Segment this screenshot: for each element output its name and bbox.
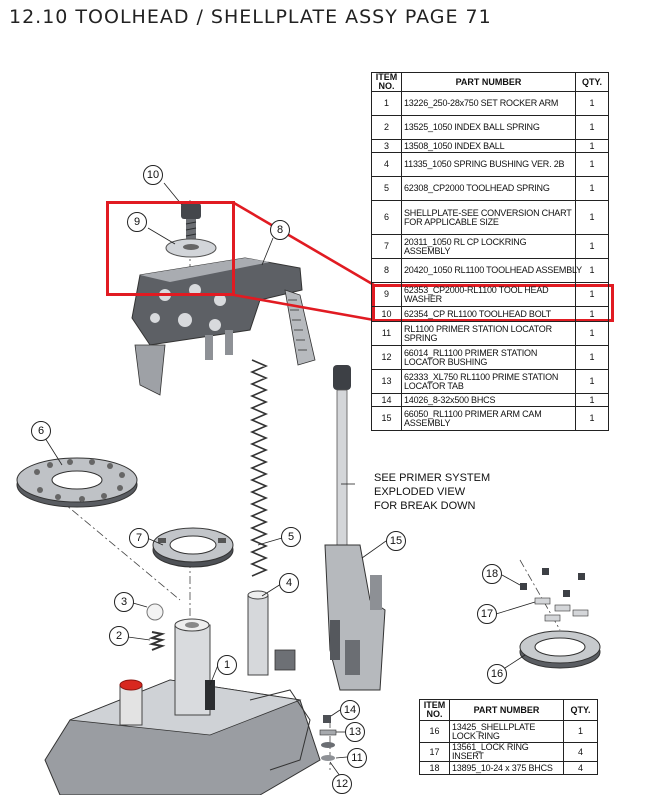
primer-system-note: SEE PRIMER SYSTEM EXPLODED VIEW FOR BREA… <box>374 471 490 513</box>
toolhead-spring <box>249 359 269 577</box>
platform-housing <box>44 618 321 795</box>
table-header-row: ITEM NO. PART NUMBER QTY. <box>371 72 609 92</box>
callout-17: 17 <box>477 604 497 624</box>
header-qty: QTY. <box>575 72 609 92</box>
highlight-connector <box>233 201 375 322</box>
callout-15: 15 <box>386 531 406 551</box>
header-part-number: PART NUMBER <box>401 72 576 92</box>
header-item-no: ITEM NO. <box>371 72 402 92</box>
lockring-assembly <box>152 527 234 568</box>
page-title: 12.10 TOOLHEAD / SHELLPLATE ASSY PAGE 71 <box>9 6 492 28</box>
primer-station-hardware <box>319 715 337 761</box>
callout-18: 18 <box>482 564 502 584</box>
callout-14: 14 <box>340 700 360 720</box>
header-part-number: PART NUMBER <box>449 699 564 721</box>
header-item-no: ITEM NO. <box>419 699 450 721</box>
lock-ring-detail <box>519 568 601 669</box>
callout-9: 9 <box>127 212 147 232</box>
index-ball <box>146 603 164 621</box>
shellplate <box>16 457 138 508</box>
callout-6: 6 <box>31 421 51 441</box>
note-line: EXPLODED VIEW <box>374 486 466 498</box>
callout-10: 10 <box>143 165 163 185</box>
table-header-row: ITEM NO. PART NUMBER QTY. <box>419 699 598 721</box>
callout-13: 13 <box>345 722 365 742</box>
primer-arm-cam-assembly <box>324 365 386 691</box>
callout-16: 16 <box>487 664 507 684</box>
highlight-box-washer-drawing <box>106 201 235 296</box>
callout-8: 8 <box>270 220 290 240</box>
note-line: SEE PRIMER SYSTEM <box>374 472 491 484</box>
note-line: FOR BREAK DOWN <box>374 500 476 512</box>
index-ball-spring <box>148 631 166 651</box>
callout-4: 4 <box>279 573 299 593</box>
callout-7: 7 <box>129 528 149 548</box>
callout-2: 2 <box>109 626 129 646</box>
callout-12: 12 <box>332 774 352 794</box>
header-qty: QTY. <box>563 699 598 721</box>
toolhead-assembly <box>131 257 316 396</box>
callout-3: 3 <box>114 592 134 612</box>
callout-11: 11 <box>347 748 367 768</box>
callout-1: 1 <box>217 655 237 675</box>
callout-5: 5 <box>281 527 301 547</box>
spring-bushing <box>247 590 269 676</box>
